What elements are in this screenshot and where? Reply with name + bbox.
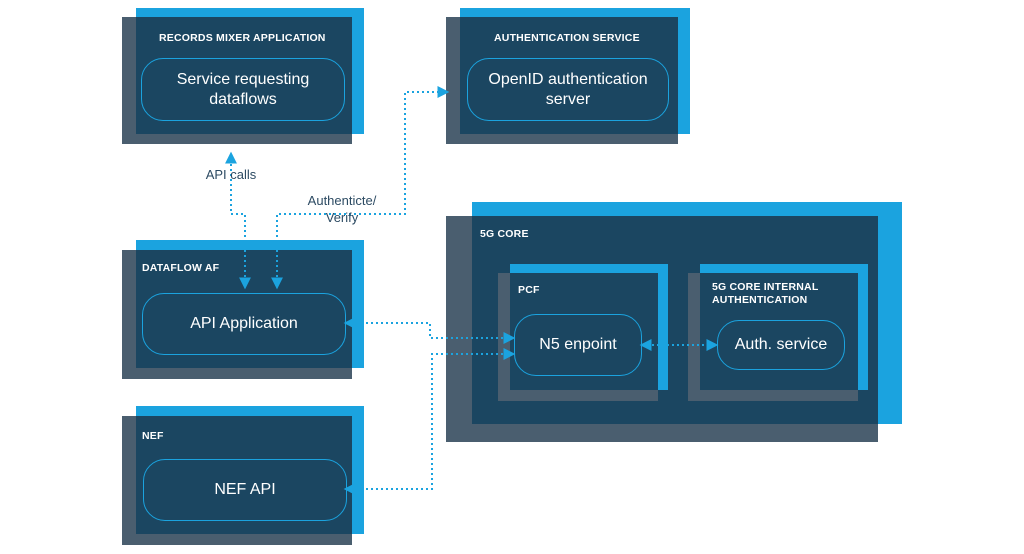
auth-service-panel: AUTHENTICATION SERVICE OpenID authentica…	[460, 17, 678, 134]
authenticate-label: Authenticte/ Verify	[307, 193, 377, 225]
dataflow-af-title: DATAFLOW AF	[142, 262, 220, 274]
nef-n5-connector	[343, 348, 516, 495]
internal-auth-title: 5G CORE INTERNAL AUTHENTICATION	[712, 281, 819, 306]
authenticate-connector	[271, 86, 450, 290]
records-mixer-title: RECORDS MIXER APPLICATION	[159, 32, 326, 44]
pcf-panel: PCF N5 enpoint	[510, 273, 658, 390]
nef-panel: NEF NEF API	[136, 416, 352, 534]
api-n5-connector	[343, 317, 516, 344]
api-calls-connector	[225, 151, 251, 290]
auth-service-title: AUTHENTICATION SERVICE	[494, 32, 640, 44]
pcf-title: PCF	[518, 284, 540, 296]
nef-title: NEF	[142, 430, 164, 442]
core-5g-title: 5G CORE	[480, 228, 529, 240]
api-calls-label: API calls	[205, 167, 257, 182]
openid-server-node: OpenID authentication server	[467, 58, 669, 121]
internal-auth-panel: 5G CORE INTERNAL AUTHENTICATION Auth. se…	[700, 273, 858, 390]
